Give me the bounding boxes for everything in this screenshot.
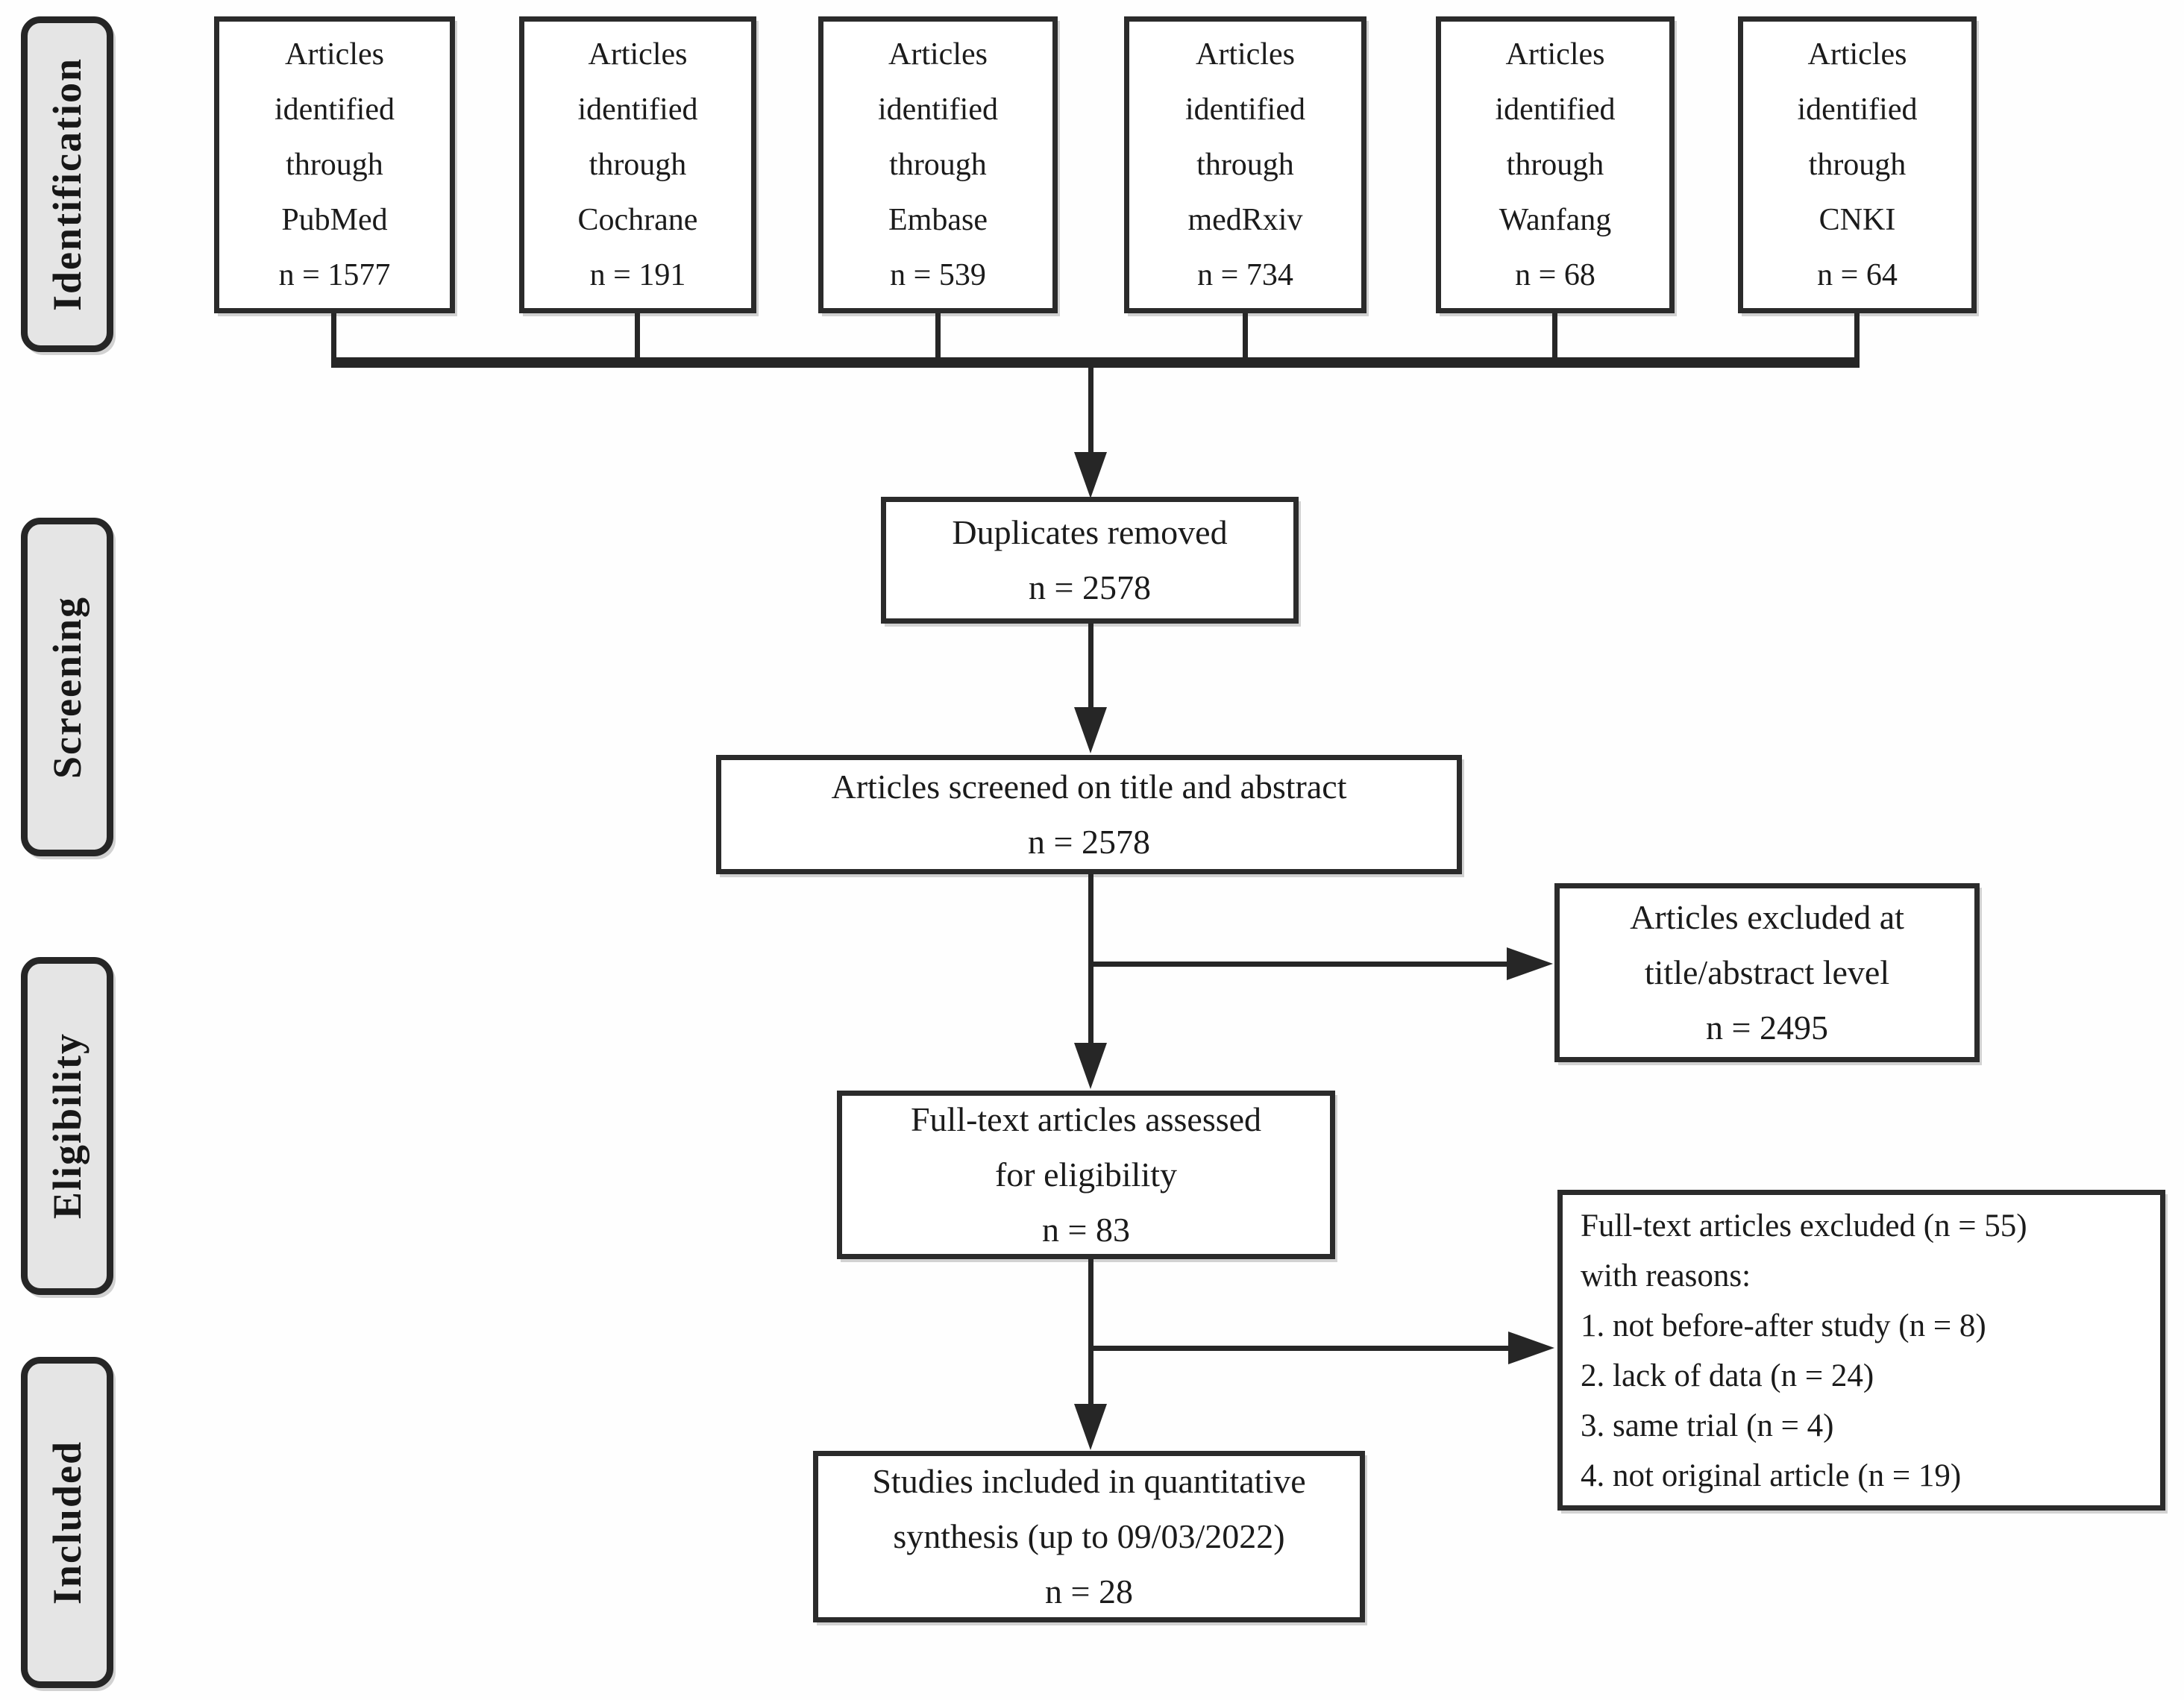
source-box-medrxiv: Articles identified through medRxiv n = …: [1124, 16, 1366, 313]
source-box-embase-text: Articles identified through Embase n = 5…: [878, 37, 998, 292]
connector-branch-fulltext-excluded: [1091, 1346, 1510, 1351]
arrowhead-right-title-abstract: [1507, 947, 1553, 980]
source-box-pubmed: Articles identified through PubMed n = 1…: [214, 16, 455, 313]
screened-box: Articles screened on title and abstract …: [716, 755, 1462, 874]
connector-stub-cnki: [1854, 313, 1860, 363]
source-box-cnki: Articles identified through CNKI n = 64: [1738, 16, 1977, 313]
arrowhead-down-duplicates: [1074, 452, 1107, 498]
fulltext-assessed-box: Full-text articles assessed for eligibil…: [837, 1091, 1335, 1259]
stage-label-eligibility: Eligibility: [21, 957, 113, 1295]
fulltext-excluded-box: Full-text articles excluded (n = 55) wit…: [1557, 1190, 2165, 1511]
included-quantitative-text: Studies included in quantitative synthes…: [872, 1462, 1306, 1610]
connector-merge-to-duplicates: [1088, 368, 1093, 454]
stage-label-screening: Screening: [21, 518, 113, 856]
stage-label-included-text: Included: [45, 1440, 90, 1605]
duplicates-removed-text: Duplicates removed n = 2578: [952, 513, 1228, 606]
connector-duplicates-to-screened: [1088, 624, 1093, 709]
excluded-title-abstract-box: Articles excluded at title/abstract leve…: [1554, 883, 1980, 1062]
source-box-cochrane: Articles identified through Cochrane n =…: [519, 16, 756, 313]
duplicates-removed-box: Duplicates removed n = 2578: [881, 497, 1299, 624]
included-quantitative-box: Studies included in quantitative synthes…: [813, 1451, 1365, 1622]
source-box-pubmed-text: Articles identified through PubMed n = 1…: [274, 37, 395, 292]
fulltext-excluded-text: Full-text articles excluded (n = 55) wit…: [1581, 1208, 2027, 1493]
connector-stub-medrxiv: [1243, 313, 1248, 363]
connector-branch-title-abstract: [1091, 962, 1507, 967]
stage-label-screening-text: Screening: [45, 595, 90, 779]
stage-label-identification-text: Identification: [45, 57, 90, 311]
source-box-wanfang: Articles identified through Wanfang n = …: [1436, 16, 1675, 313]
stage-label-identification: Identification: [21, 16, 113, 352]
arrowhead-down-screened: [1074, 707, 1107, 753]
excluded-title-abstract-text: Articles excluded at title/abstract leve…: [1630, 898, 1904, 1047]
screened-text: Articles screened on title and abstract …: [831, 768, 1347, 861]
arrowhead-right-fulltext-excluded: [1508, 1332, 1554, 1364]
connector-stub-wanfang: [1552, 313, 1557, 363]
connector-merge-bar: [331, 357, 1860, 368]
connector-stub-cochrane: [635, 313, 640, 363]
stage-label-included: Included: [21, 1357, 113, 1688]
connector-stub-pubmed: [331, 313, 336, 363]
fulltext-assessed-text: Full-text articles assessed for eligibil…: [910, 1100, 1262, 1249]
source-box-cnki-text: Articles identified through CNKI n = 64: [1797, 37, 1918, 292]
connector-fulltext-to-included: [1088, 1259, 1093, 1405]
source-box-wanfang-text: Articles identified through Wanfang n = …: [1495, 37, 1616, 292]
arrowhead-down-fulltext: [1074, 1043, 1107, 1089]
source-box-medrxiv-text: Articles identified through medRxiv n = …: [1185, 37, 1305, 292]
source-box-cochrane-text: Articles identified through Cochrane n =…: [577, 37, 698, 292]
source-box-embase: Articles identified through Embase n = 5…: [818, 16, 1058, 313]
connector-stub-embase: [935, 313, 941, 363]
stage-label-eligibility-text: Eligibility: [45, 1032, 90, 1220]
connector-screened-to-fulltext: [1088, 874, 1093, 1043]
arrowhead-down-included: [1074, 1404, 1107, 1450]
